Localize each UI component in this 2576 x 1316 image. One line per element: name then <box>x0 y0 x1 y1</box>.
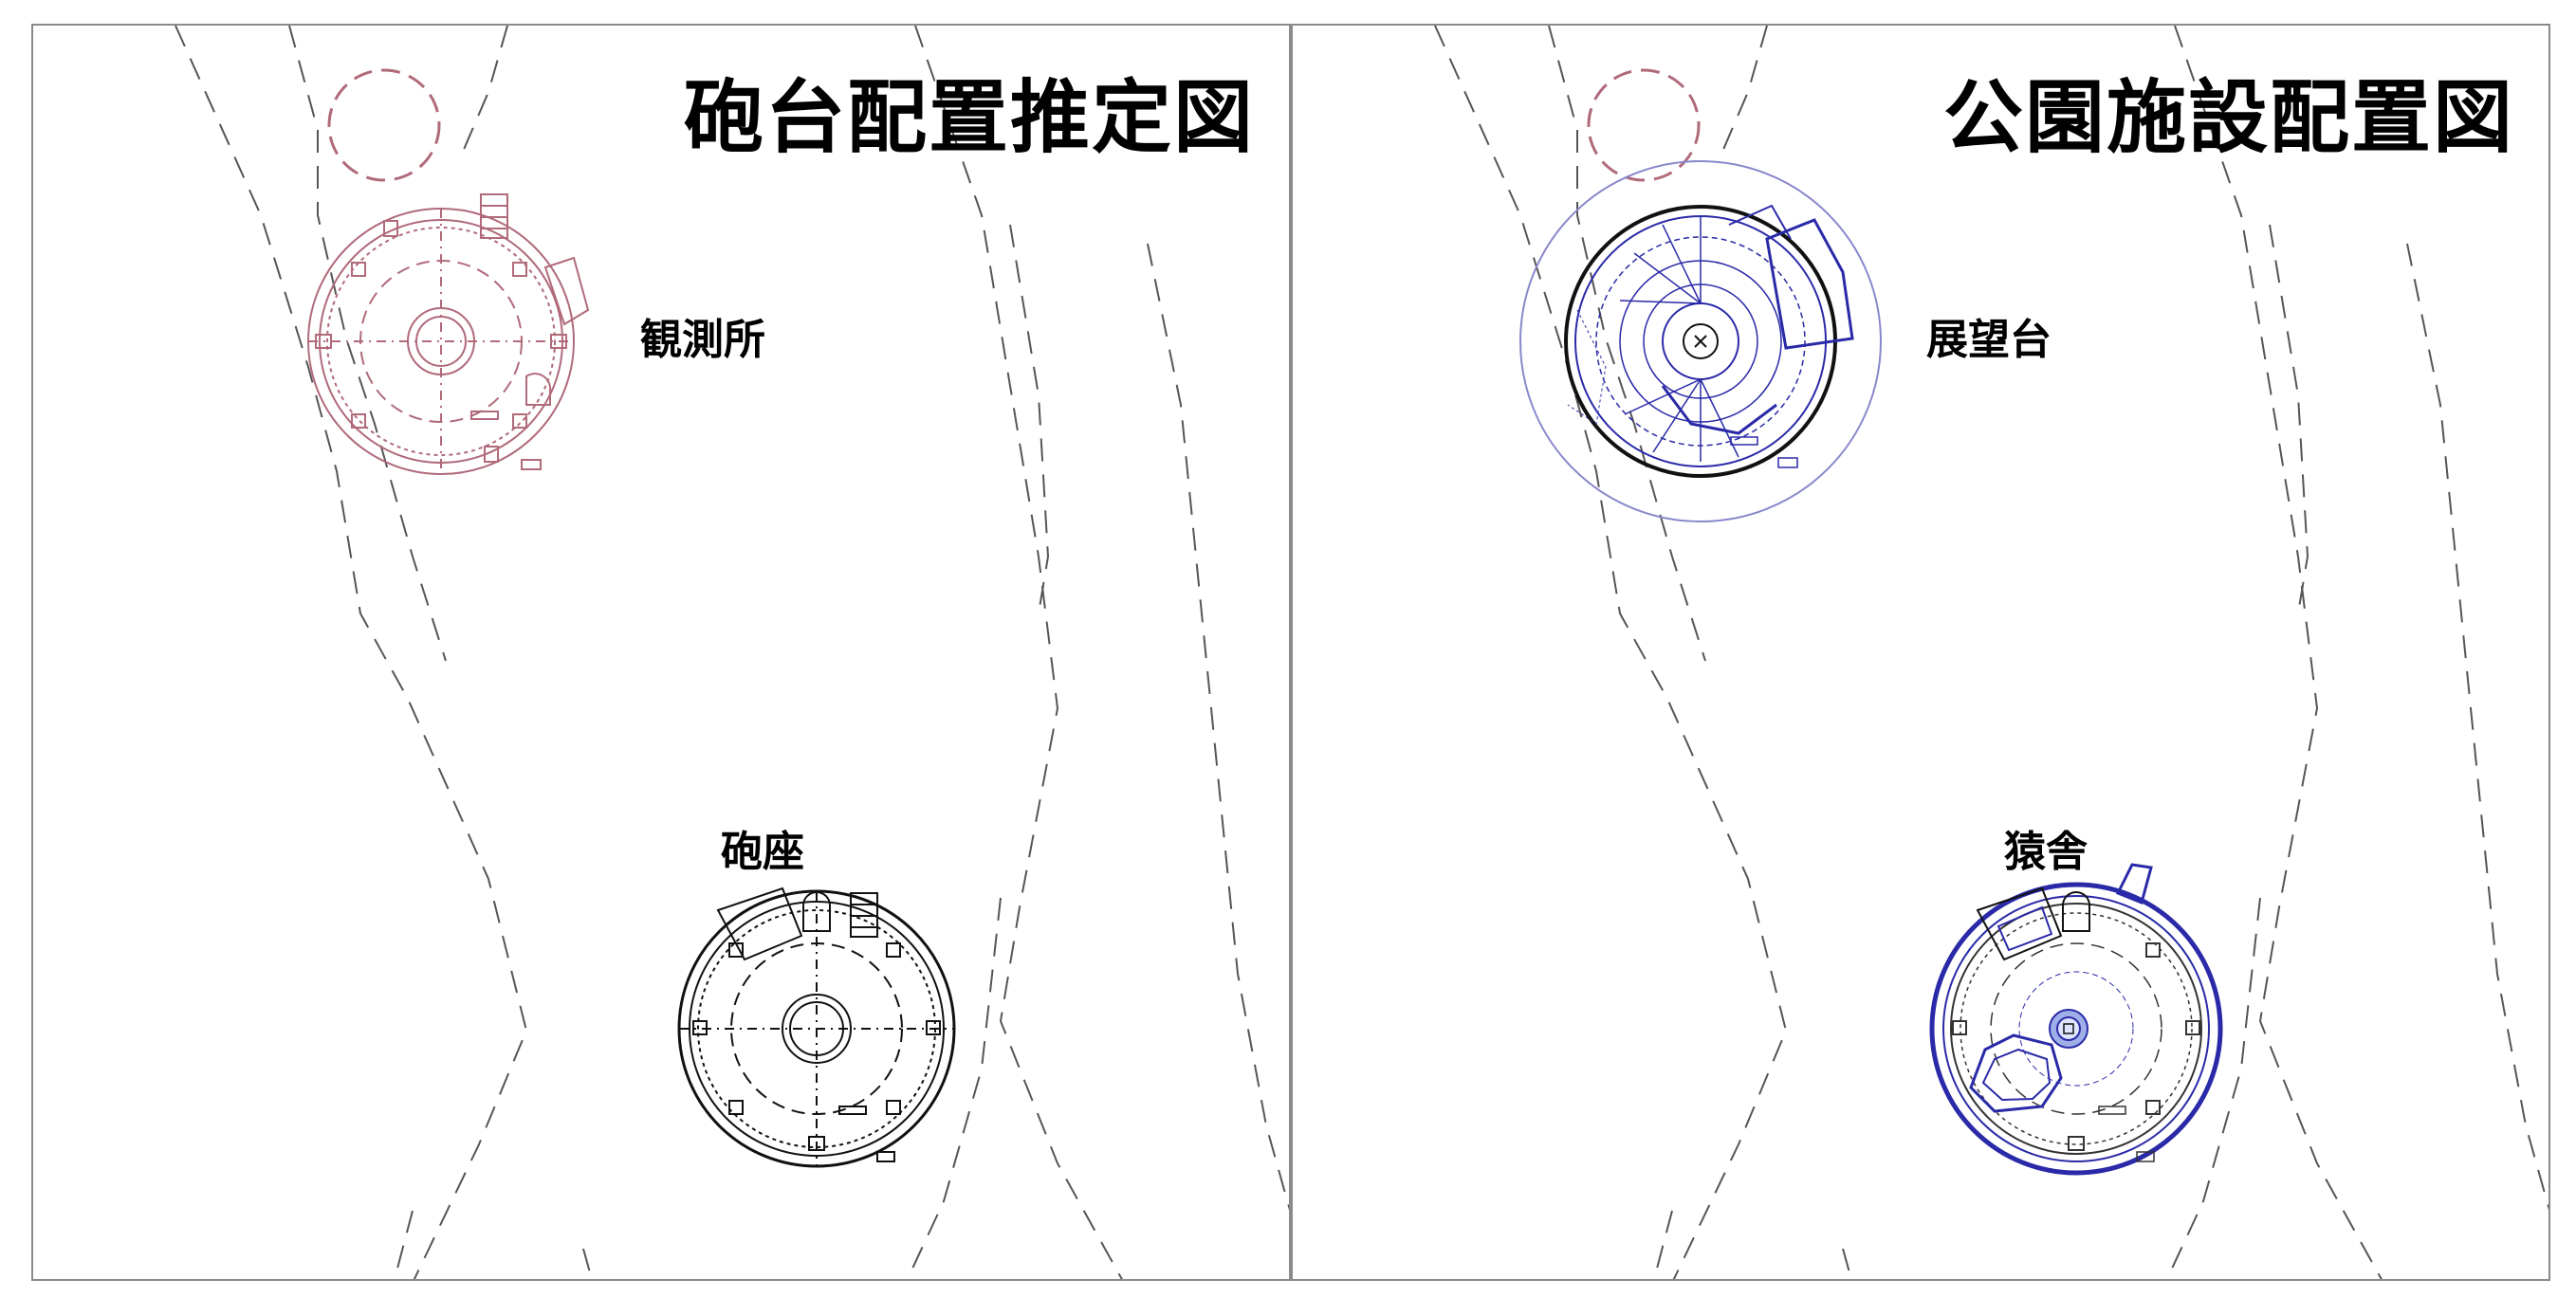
observation-post-plan <box>307 68 590 475</box>
gun-emplacement-plan <box>677 886 956 1168</box>
label-observation-deck: 展望台 <box>1926 316 2052 364</box>
terrain-contours <box>1434 26 2548 1279</box>
left-panel-estimated-battery-layout: 砲台配置推定図 観測所 砲座 <box>31 24 1291 1281</box>
label-observation-post: 観測所 <box>640 316 765 364</box>
left-plan-drawing <box>175 26 1289 1279</box>
right-panel-park-facility-layout: 公園施設配置図 展望台 猿舎 <box>1291 24 2550 1281</box>
label-monkey-house: 猿舎 <box>2004 828 2088 876</box>
label-gun-emplacement: 砲座 <box>721 828 804 876</box>
right-plan-drawing <box>1434 26 2548 1279</box>
observation-deck-plan <box>1519 68 1882 522</box>
monkey-house-plan <box>1929 863 2223 1176</box>
panel-title: 砲台配置推定図 <box>683 71 1255 164</box>
panel-title: 公園施設配置図 <box>1942 71 2514 164</box>
terrain-contours <box>175 26 1289 1279</box>
